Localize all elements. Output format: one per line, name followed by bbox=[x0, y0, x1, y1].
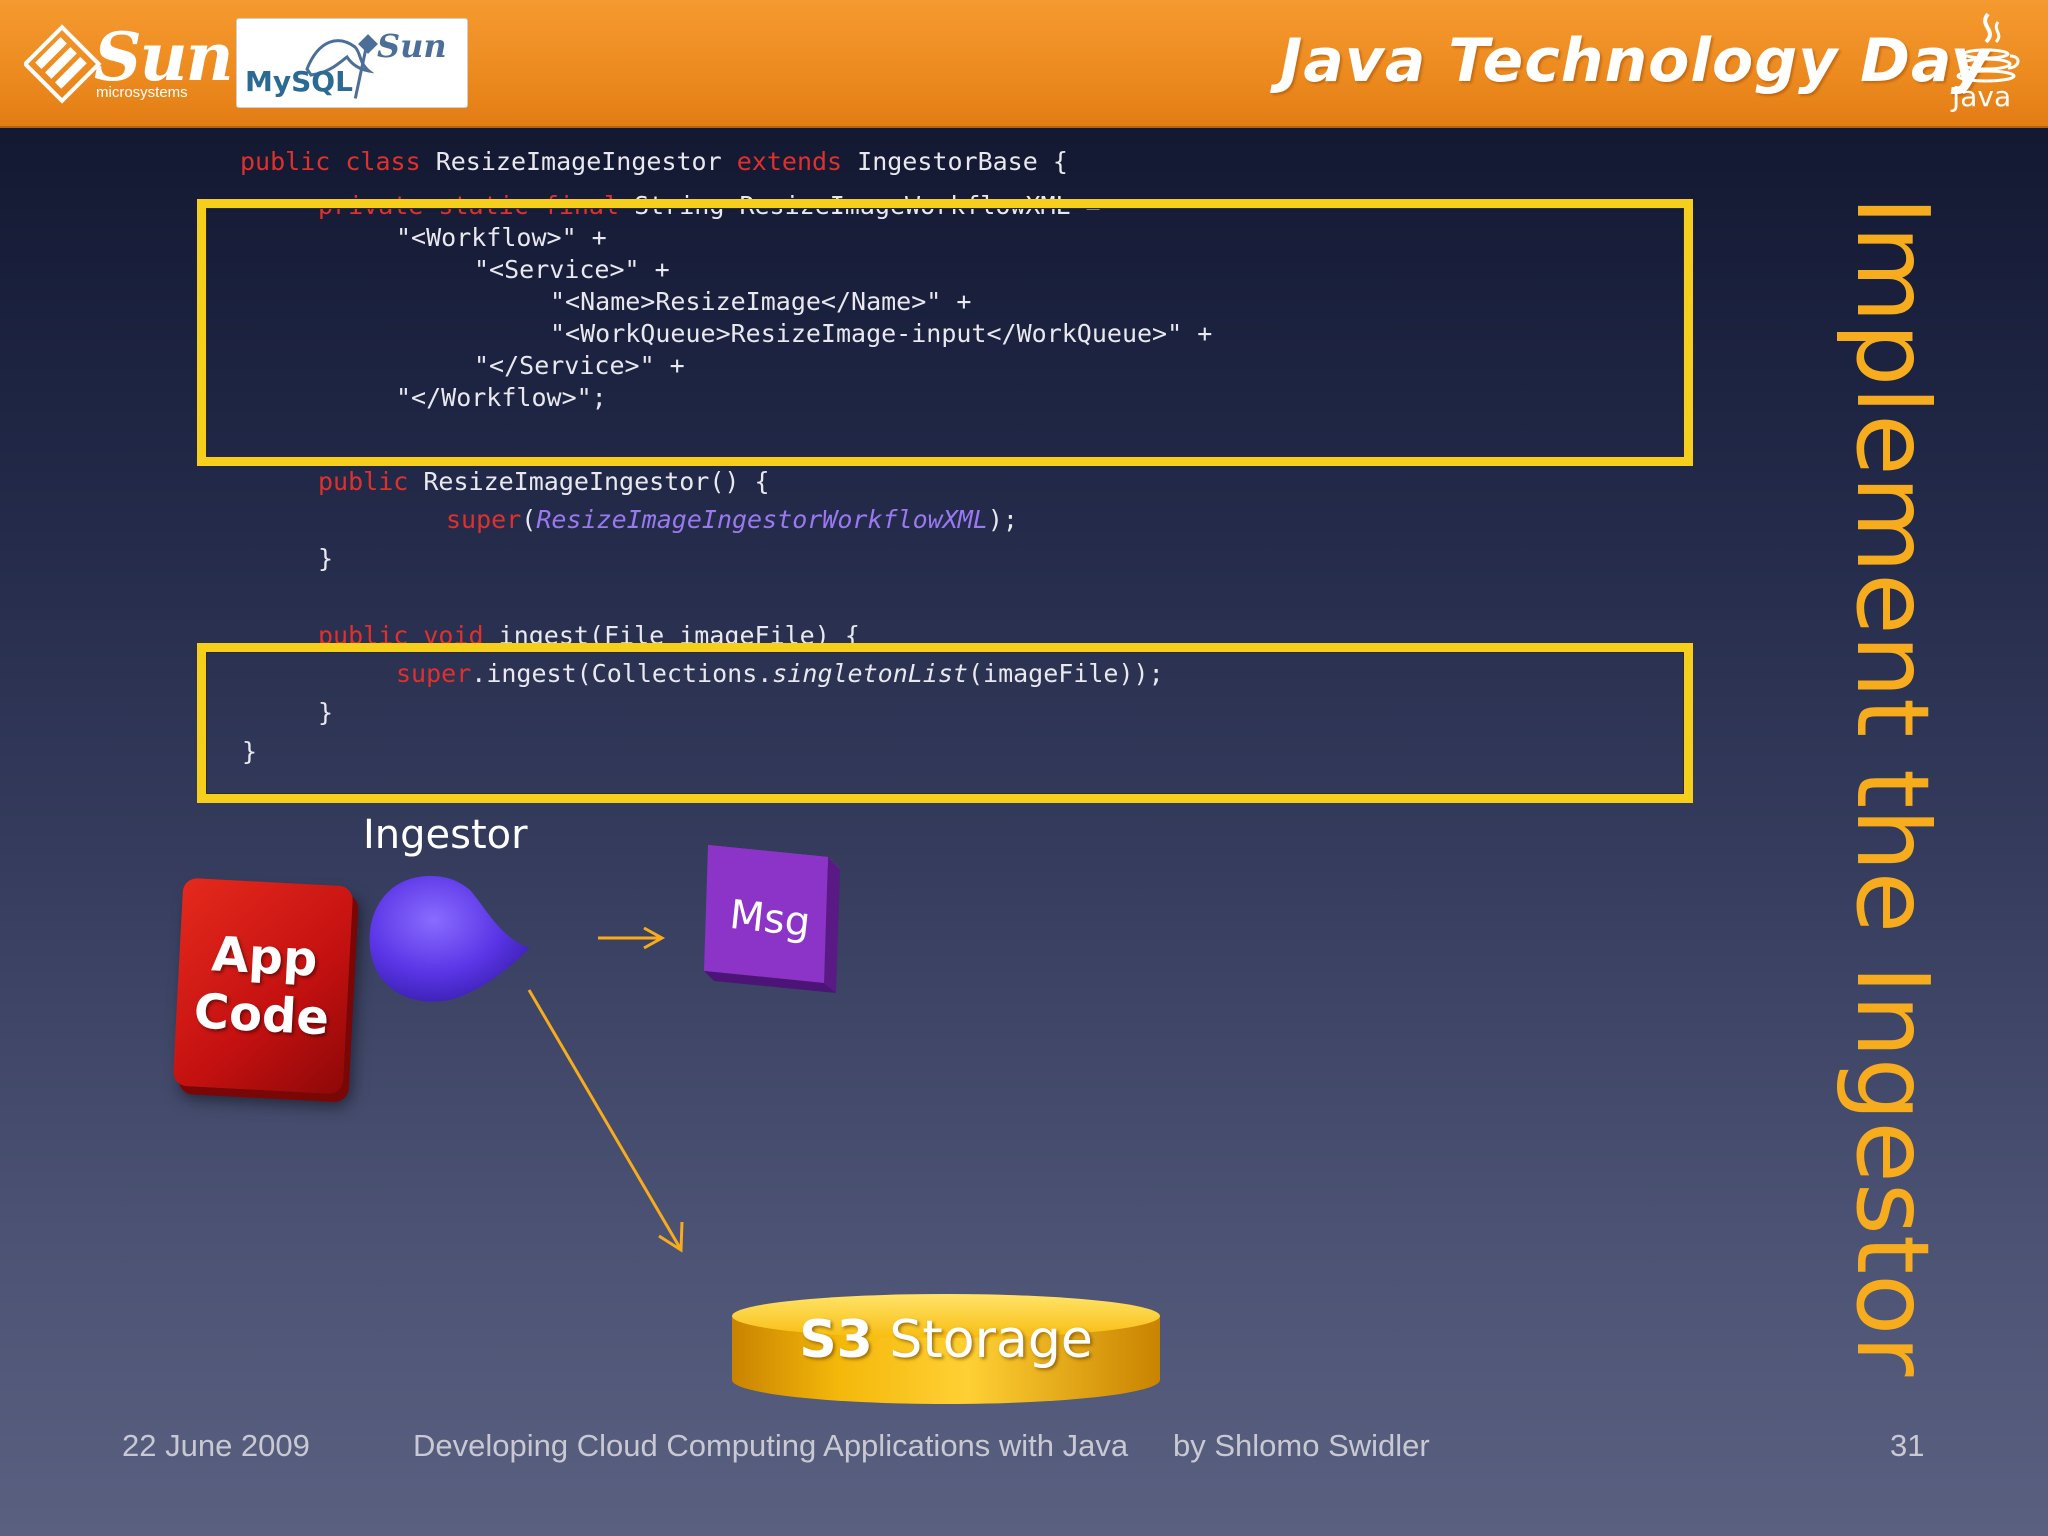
ingestor-label: Ingestor bbox=[363, 812, 528, 858]
arrow-to-msg bbox=[598, 926, 666, 950]
footer-author: by Shlomo Swidler bbox=[1173, 1428, 1430, 1463]
mysql-sun-wordmark: Sun bbox=[377, 27, 447, 65]
code-line-name: "<Name>ResizeImage</Name>" + bbox=[550, 287, 972, 316]
ingestor-drop-shape bbox=[369, 876, 530, 1002]
slide-title: Implement the Ingestor bbox=[1834, 196, 1951, 1376]
highlight-box-ingest-call bbox=[197, 643, 1693, 803]
code-line-super-call: super(ResizeImageIngestorWorkflowXML); bbox=[446, 504, 1018, 536]
code-line-ingest-call: super.ingest(Collections.singletonList(i… bbox=[396, 658, 1164, 690]
code-line-service-open: "<Service>" + bbox=[474, 255, 670, 284]
mysql-wordmark: MySQL bbox=[245, 65, 353, 98]
storage-label-text: Storage bbox=[872, 1310, 1093, 1370]
code-line-constructor: public ResizeImageIngestor() { bbox=[318, 466, 770, 498]
code-text: ResizeImageIngestor() { bbox=[423, 467, 770, 496]
code-line-workflow-close: "</Workflow>"; bbox=[396, 383, 607, 412]
code-line-workqueue: "<WorkQueue>ResizeImage-input</WorkQueue… bbox=[550, 319, 1213, 348]
code-class-name: ResizeImageIngestor bbox=[435, 147, 722, 176]
dolphin-icon bbox=[305, 39, 375, 77]
mysql-sun-logo: MySQL Sun bbox=[236, 18, 468, 108]
code-keyword: super bbox=[446, 505, 522, 534]
sun-wordmark: Sun bbox=[94, 18, 234, 96]
code-line-brace: } bbox=[318, 698, 334, 727]
code-text: ( bbox=[521, 505, 537, 534]
code-keyword: public class bbox=[240, 147, 421, 176]
footer-date: 22 June 2009 bbox=[122, 1428, 310, 1463]
event-title: Java Technology Day bbox=[1280, 26, 1991, 96]
header-bar: Sun microsystems MySQL Sun Java Technolo… bbox=[0, 0, 2048, 128]
code-text: (imageFile)); bbox=[967, 659, 1164, 688]
code-keyword: public bbox=[318, 467, 409, 496]
code-text: IngestorBase { bbox=[857, 147, 1068, 176]
code-line-service-close: "</Service>" + bbox=[474, 351, 685, 380]
java-wordmark: Java bbox=[1952, 80, 2012, 113]
code-keyword: extends bbox=[736, 147, 843, 176]
footer-page-number: 31 bbox=[1890, 1428, 1925, 1463]
footer-talk-title: Developing Cloud Computing Applications … bbox=[413, 1428, 1129, 1463]
code-text: .ingest(Collections. bbox=[471, 659, 773, 688]
sun-diamond-icon bbox=[358, 34, 378, 54]
sun-submark: microsystems bbox=[96, 84, 188, 101]
highlight-box-workflow-xml bbox=[197, 199, 1693, 466]
s3-storage-cylinder bbox=[732, 1294, 1160, 1404]
code-line-brace: } bbox=[318, 544, 334, 573]
code-keyword: super bbox=[396, 659, 472, 688]
s3-storage-label: S3 Storage bbox=[726, 1310, 1166, 1370]
code-line-class: public class ResizeImageIngestor extends… bbox=[240, 146, 1068, 178]
s3-label-bold: S3 bbox=[799, 1310, 873, 1370]
code-constant: ResizeImageIngestorWorkflowXML bbox=[536, 505, 988, 534]
code-line-brace: } bbox=[242, 737, 258, 766]
code-text: ); bbox=[987, 505, 1018, 534]
sun-logo-icon bbox=[24, 24, 102, 104]
code-method: singletonList bbox=[772, 659, 968, 688]
arrow-to-storage bbox=[527, 989, 684, 1253]
msg-block bbox=[704, 845, 840, 993]
code-line-workflow-open: "<Workflow>" + bbox=[396, 223, 607, 252]
slide-title-text: Implement the Ingestor bbox=[1834, 196, 1951, 1377]
java-cup-icon bbox=[1956, 12, 2020, 83]
